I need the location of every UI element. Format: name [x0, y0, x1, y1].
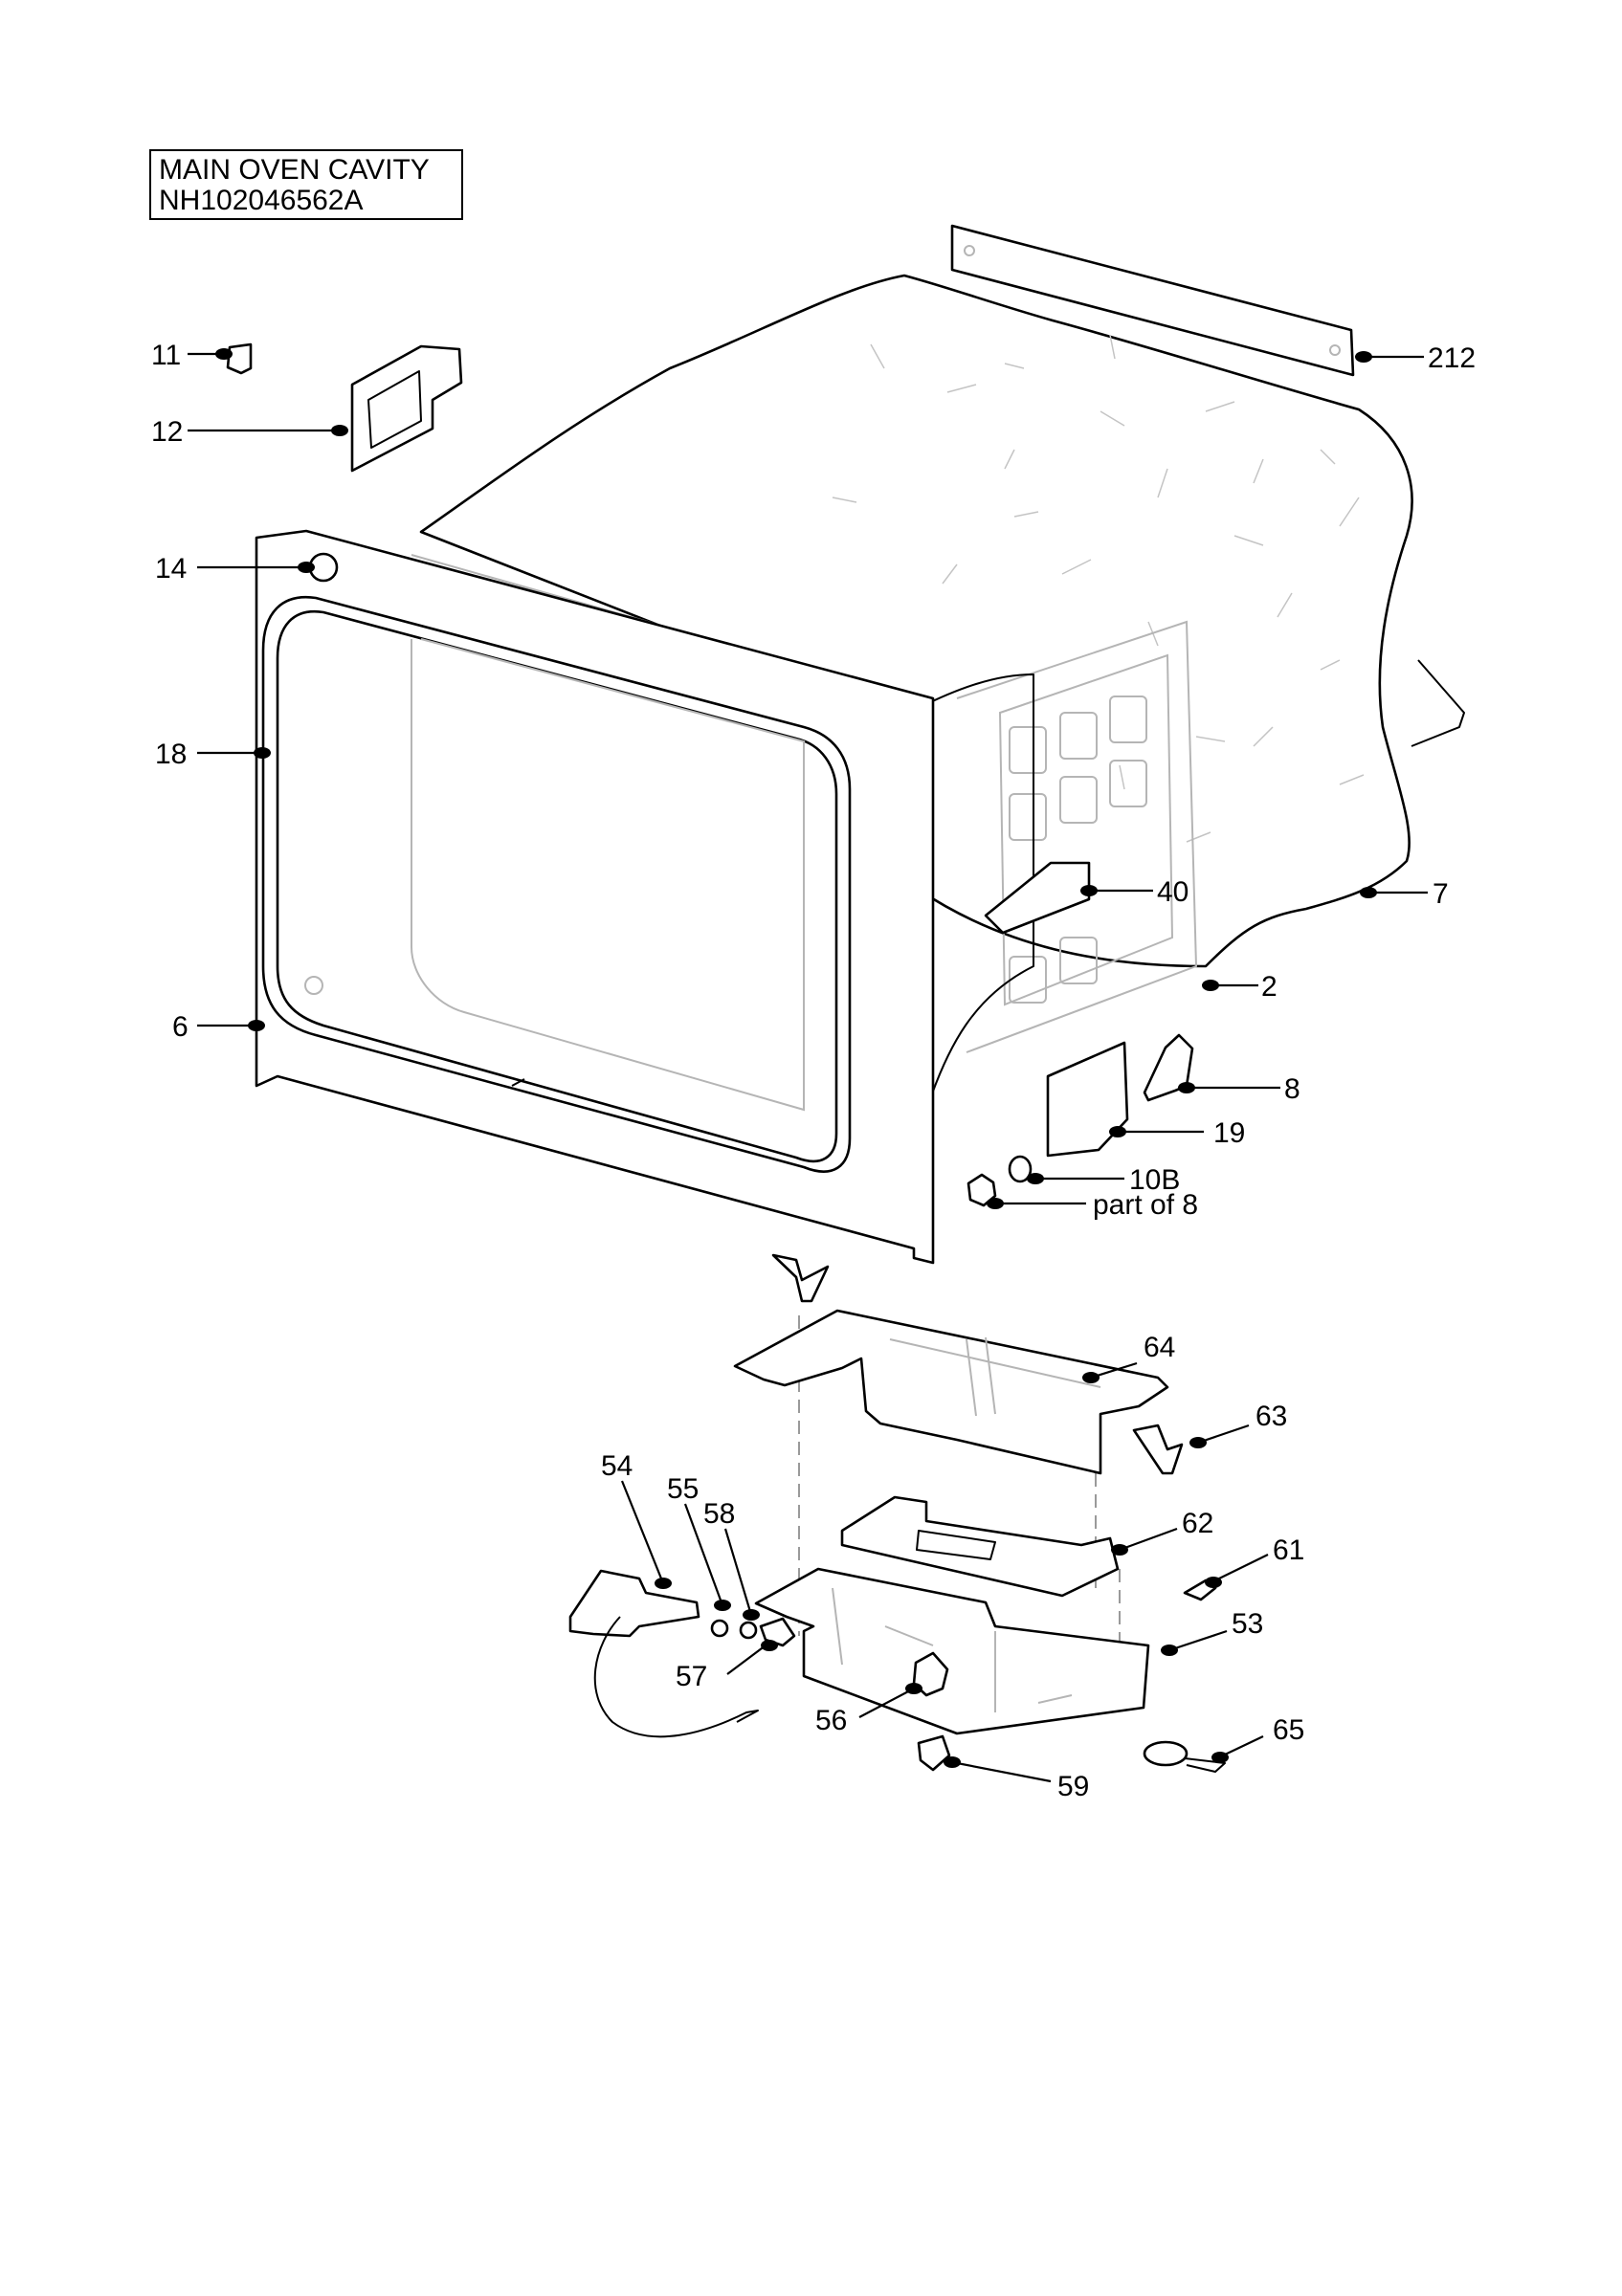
- front-frame: [255, 529, 935, 1265]
- callout-61: 61: [1273, 1534, 1304, 1566]
- callout-18: 18: [155, 739, 187, 770]
- callout-55: 55: [667, 1473, 699, 1505]
- callout-56: 56: [815, 1705, 847, 1736]
- nut-part-8: [967, 1173, 997, 1207]
- shield-part-40: [984, 861, 1091, 935]
- leader-lines: [188, 352, 1428, 1783]
- callout-8: 8: [1284, 1073, 1300, 1105]
- washer-part-10B: [1008, 1155, 1033, 1183]
- callout-6: 6: [172, 1011, 189, 1043]
- bracket-part-19: [1046, 1041, 1129, 1158]
- callout-65: 65: [1273, 1714, 1304, 1746]
- cavity-right-bracket: [1411, 659, 1465, 747]
- trim-strip: [950, 224, 1355, 377]
- callout-dots: [215, 348, 1377, 1768]
- callout-57: 57: [676, 1661, 707, 1692]
- callout-2: 2: [1261, 971, 1278, 1003]
- callout-19: 19: [1213, 1117, 1245, 1149]
- burner-tray-part-53: [754, 1567, 1150, 1735]
- callout-63: 63: [1255, 1401, 1287, 1432]
- callout-212: 212: [1428, 342, 1476, 374]
- bracket-part-62: [840, 1495, 1120, 1598]
- callout-7: 7: [1433, 878, 1449, 910]
- callout-64: 64: [1144, 1332, 1175, 1363]
- valve-part-57: [759, 1617, 796, 1647]
- insulation-blanket: [419, 274, 1413, 968]
- callout-62: 62: [1182, 1508, 1213, 1539]
- callout-59: 59: [1057, 1771, 1089, 1802]
- clip-upper: [771, 1253, 830, 1303]
- callout-40: 40: [1157, 876, 1189, 908]
- light-cover-part-12: [350, 344, 463, 473]
- diagram-title: MAIN OVEN CAVITY: [159, 154, 430, 186]
- clip-part-63: [1132, 1424, 1184, 1475]
- callout-10B: 10B: [1129, 1164, 1180, 1196]
- callout-12: 12: [151, 416, 183, 448]
- callout-53: 53: [1232, 1608, 1263, 1640]
- callout-14: 14: [155, 553, 187, 585]
- cavity-outer-side: [918, 673, 1034, 1120]
- clip-part-11: [226, 342, 253, 375]
- diagram-title-box: MAIN OVEN CAVITY NH102046562A: [149, 149, 463, 220]
- diagram-part-number: NH102046562A: [159, 185, 364, 216]
- valve-assembly-part-54: [568, 1569, 796, 1738]
- callout-part-of-8: part of 8: [1093, 1189, 1198, 1221]
- callout-11: 11: [151, 340, 181, 371]
- cover-plate-part-64: [733, 1309, 1169, 1475]
- clip-part-59: [917, 1734, 951, 1772]
- flame-sensor-part-65: [1143, 1740, 1189, 1767]
- callout-58: 58: [703, 1498, 735, 1530]
- callout-labels: 11 12 14 18 6 212 40 7 2 8 19 10B part o…: [151, 340, 1476, 1802]
- callout-54: 54: [601, 1450, 633, 1482]
